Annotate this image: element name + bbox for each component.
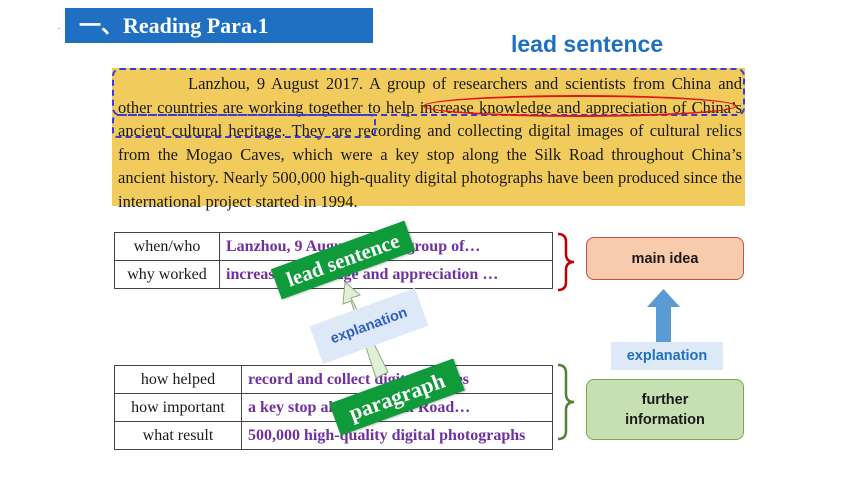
section-banner: 一、Reading Para.1: [65, 8, 373, 43]
further-line1: further: [641, 391, 689, 408]
main-idea-label: main idea: [631, 250, 699, 267]
paragraph-line1: Lanzhou, 9 August 2017. A group of resea…: [188, 74, 712, 93]
red-brace: [557, 232, 575, 292]
table-label: how important: [114, 393, 242, 422]
lead-sentence-outline: [112, 68, 745, 116]
green-brace: [557, 363, 575, 441]
main-idea-box: main idea: [586, 237, 744, 280]
table-label: how helped: [114, 365, 242, 394]
paragraph-line2-start: and other countries are working together…: [118, 74, 743, 117]
further-line2: information: [625, 411, 705, 428]
table-label: why worked: [114, 260, 220, 289]
paragraph-rest: They are recording and collecting digita…: [118, 121, 742, 211]
decorative-dot: .: [58, 22, 60, 31]
lead-sentence-heading: lead sentence: [511, 31, 664, 57]
table-value: 500,000 high-quality digital photographs: [241, 421, 553, 450]
explanation-label-right: explanation: [611, 342, 723, 370]
lead-sentence-outline-tail: [112, 114, 376, 138]
table-label: when/who: [114, 232, 220, 261]
table-row: what result 500,000 high-quality digital…: [114, 421, 553, 450]
red-oval-highlight: [423, 95, 737, 117]
banner-title: 一、Reading Para.1: [79, 13, 269, 38]
further-information-box: further information: [586, 379, 744, 440]
up-arrow-icon: [647, 289, 680, 342]
